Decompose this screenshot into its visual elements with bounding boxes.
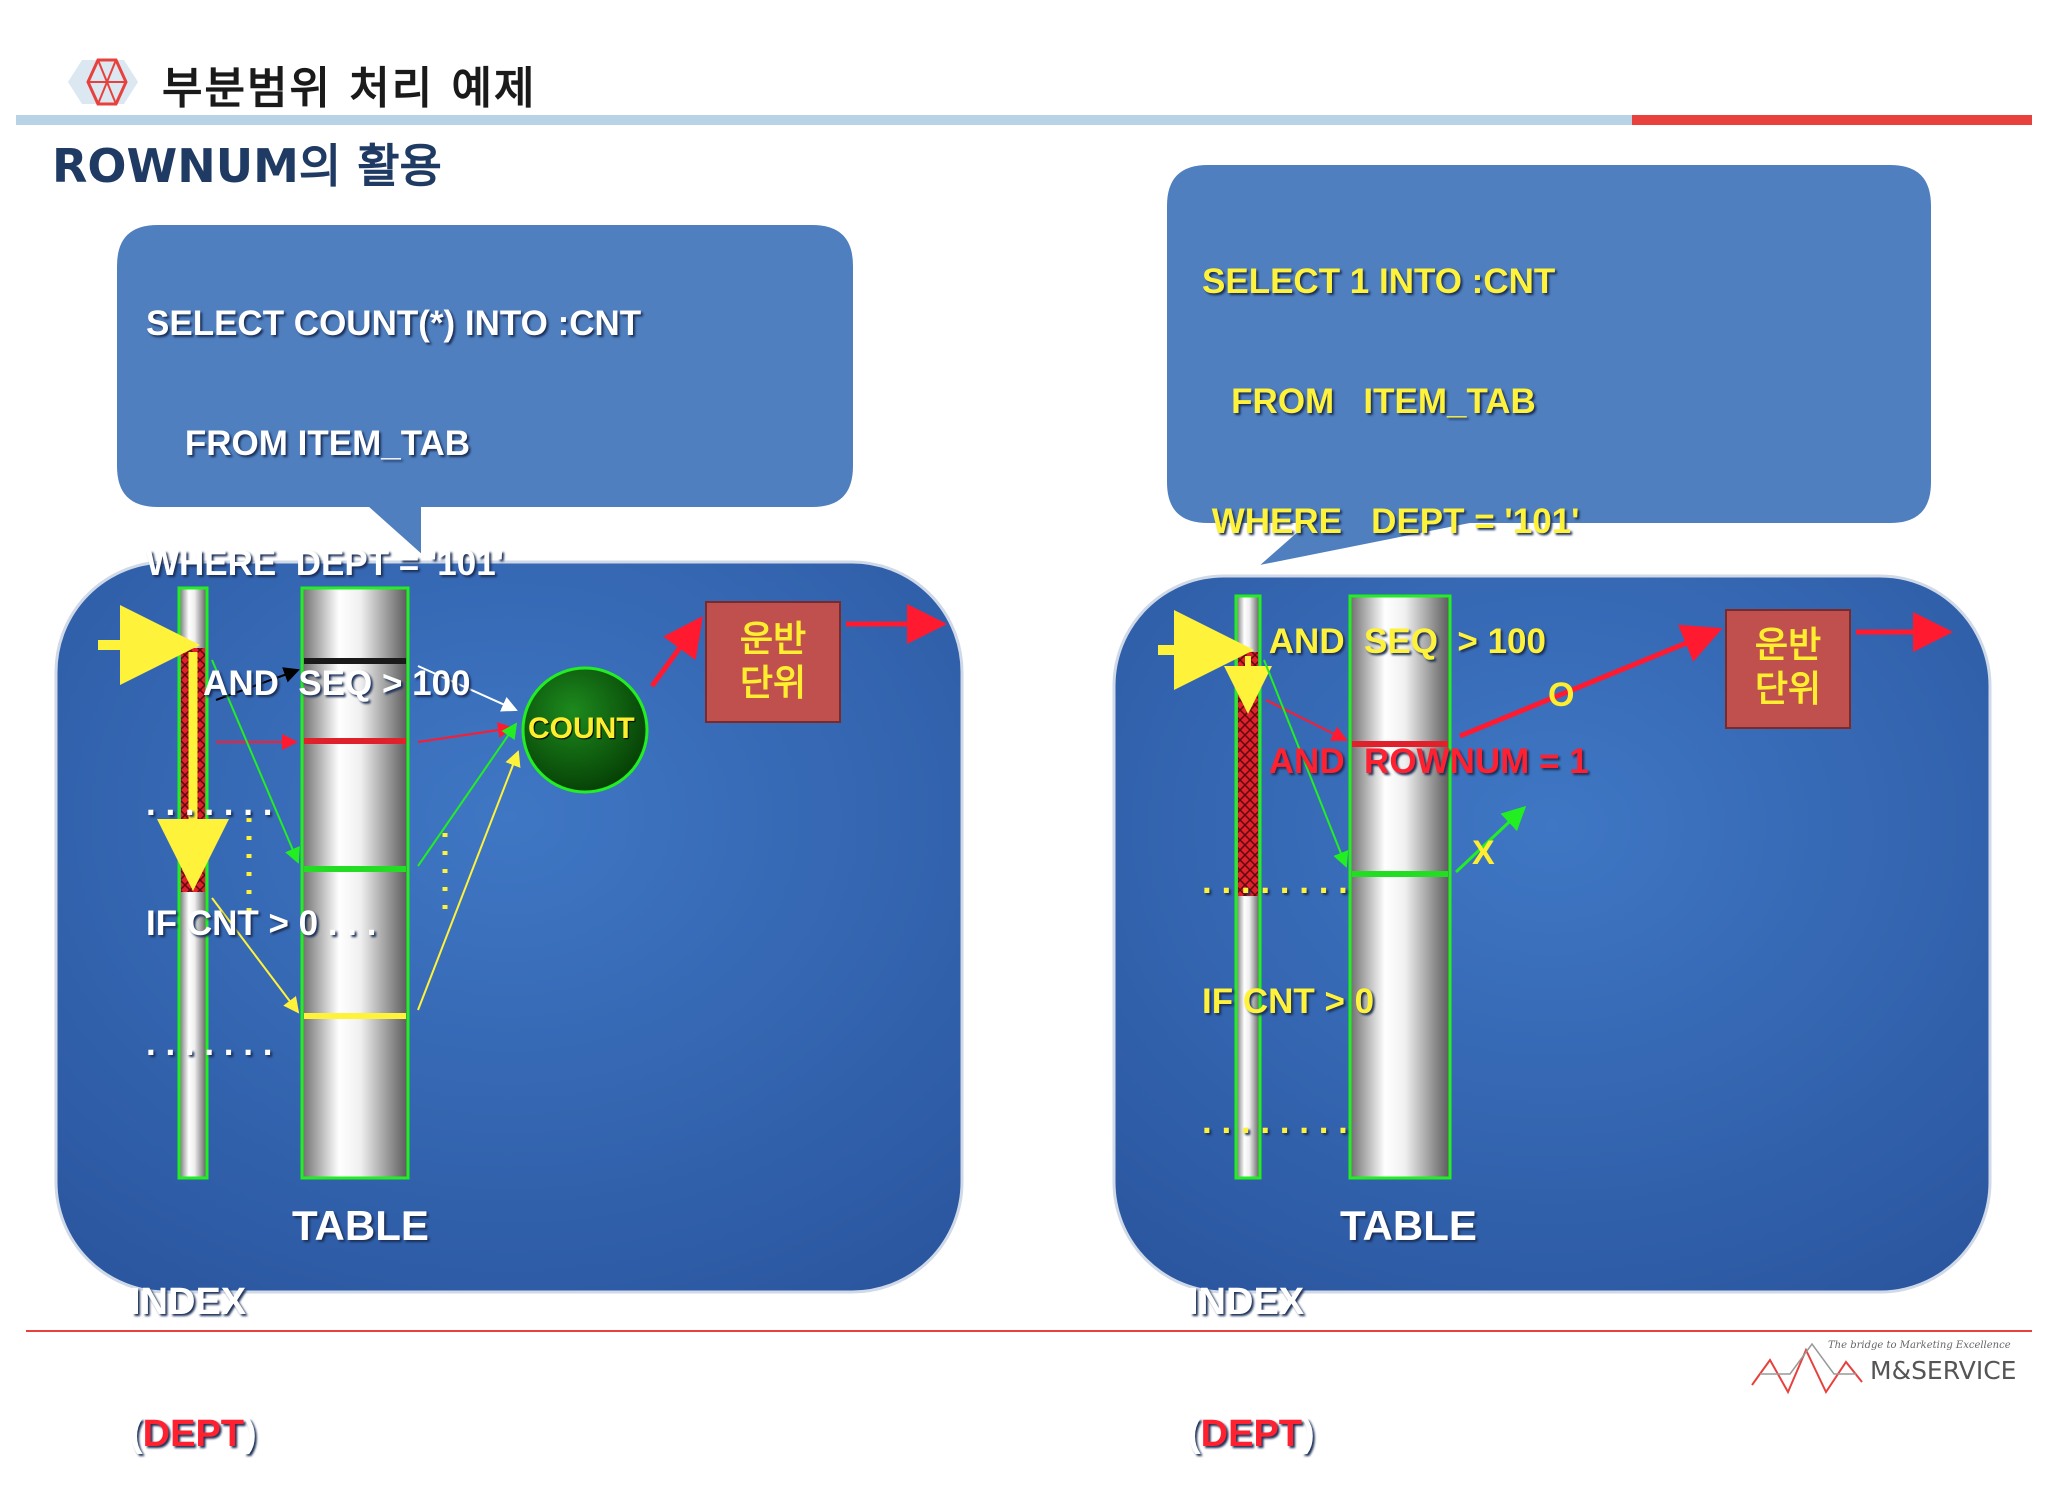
right-table-cylinder bbox=[1348, 594, 1452, 1180]
left-dept-label: DEPT bbox=[142, 1413, 245, 1455]
mark-o: O bbox=[1548, 676, 1575, 714]
header-divider-red bbox=[1632, 115, 2032, 125]
right-sql-code: SELECT 1 INTO :CNT FROM ITEM_TAB WHERE D… bbox=[1202, 182, 1589, 1182]
right-sql-line: . . . . . . . . bbox=[1202, 862, 1348, 901]
right-sql-line: WHERE DEPT = '101' bbox=[1202, 502, 1580, 541]
right-unit-box bbox=[1725, 609, 1851, 729]
page-title: 부분범위 처리 예제 bbox=[162, 63, 537, 114]
right-dept-label: DEPT bbox=[1200, 1413, 1303, 1455]
right-index-label: INDEX (DEPT) bbox=[1188, 1281, 1315, 1455]
footer-divider bbox=[26, 1330, 2032, 1332]
right-table-label: TABLE bbox=[1340, 1202, 1477, 1249]
right-speech-bubble bbox=[1161, 159, 1937, 576]
count-label: COUNT bbox=[528, 712, 635, 745]
left-sql-line: AND SEQ > 100 bbox=[146, 664, 471, 703]
left-unit-box bbox=[705, 601, 841, 723]
left-sql-line: . . . . . . . bbox=[146, 784, 273, 823]
left-unit-label: 운반 단위 bbox=[739, 619, 807, 704]
right-unit-label: 운반 단위 bbox=[1754, 625, 1822, 710]
footer-brand: M&SERVICE bbox=[1870, 1356, 2017, 1385]
right-sql-line: SELECT 1 INTO :CNT bbox=[1202, 262, 1556, 301]
left-table-label: TABLE bbox=[292, 1202, 429, 1249]
right-sql-line: AND SEQ > 100 bbox=[1202, 622, 1546, 661]
right-sql-line: FROM ITEM_TAB bbox=[1202, 382, 1536, 421]
mark-x: X bbox=[1472, 834, 1495, 872]
left-speech-bubble bbox=[111, 219, 859, 567]
left-sql-line: WHERE DEPT = '101' bbox=[146, 544, 504, 583]
right-sql-line-rownum: AND ROWNUM = 1 bbox=[1202, 742, 1589, 781]
footer-logo-icon bbox=[1751, 1342, 1863, 1395]
left-table-cylinder bbox=[300, 586, 410, 1180]
logo-icon bbox=[58, 54, 148, 110]
left-sql-line: FROM ITEM_TAB bbox=[146, 424, 471, 463]
right-sql-line: IF CNT > 0 bbox=[1202, 982, 1375, 1021]
right-sql-line: . . . . . . . . bbox=[1202, 1102, 1348, 1141]
left-sql-line: IF CNT > 0 . . . bbox=[146, 904, 377, 943]
diagram-canvas bbox=[54, 159, 1992, 1395]
header-divider-blue bbox=[16, 115, 1632, 125]
left-sql-line: . . . . . . . bbox=[146, 1024, 273, 1063]
left-sql-line: SELECT COUNT(*) INTO :CNT bbox=[146, 304, 642, 343]
footer-tagline: The bridge to Marketing Excellence bbox=[1828, 1340, 2011, 1351]
right-panel bbox=[1112, 574, 1992, 1294]
section-subtitle: ROWNUM의 활용 bbox=[52, 139, 442, 193]
left-sql-code: SELECT COUNT(*) INTO :CNT FROM ITEM_TAB … bbox=[146, 224, 641, 1104]
count-circle bbox=[521, 666, 649, 794]
left-index-label: INDEX (DEPT) bbox=[130, 1281, 257, 1455]
